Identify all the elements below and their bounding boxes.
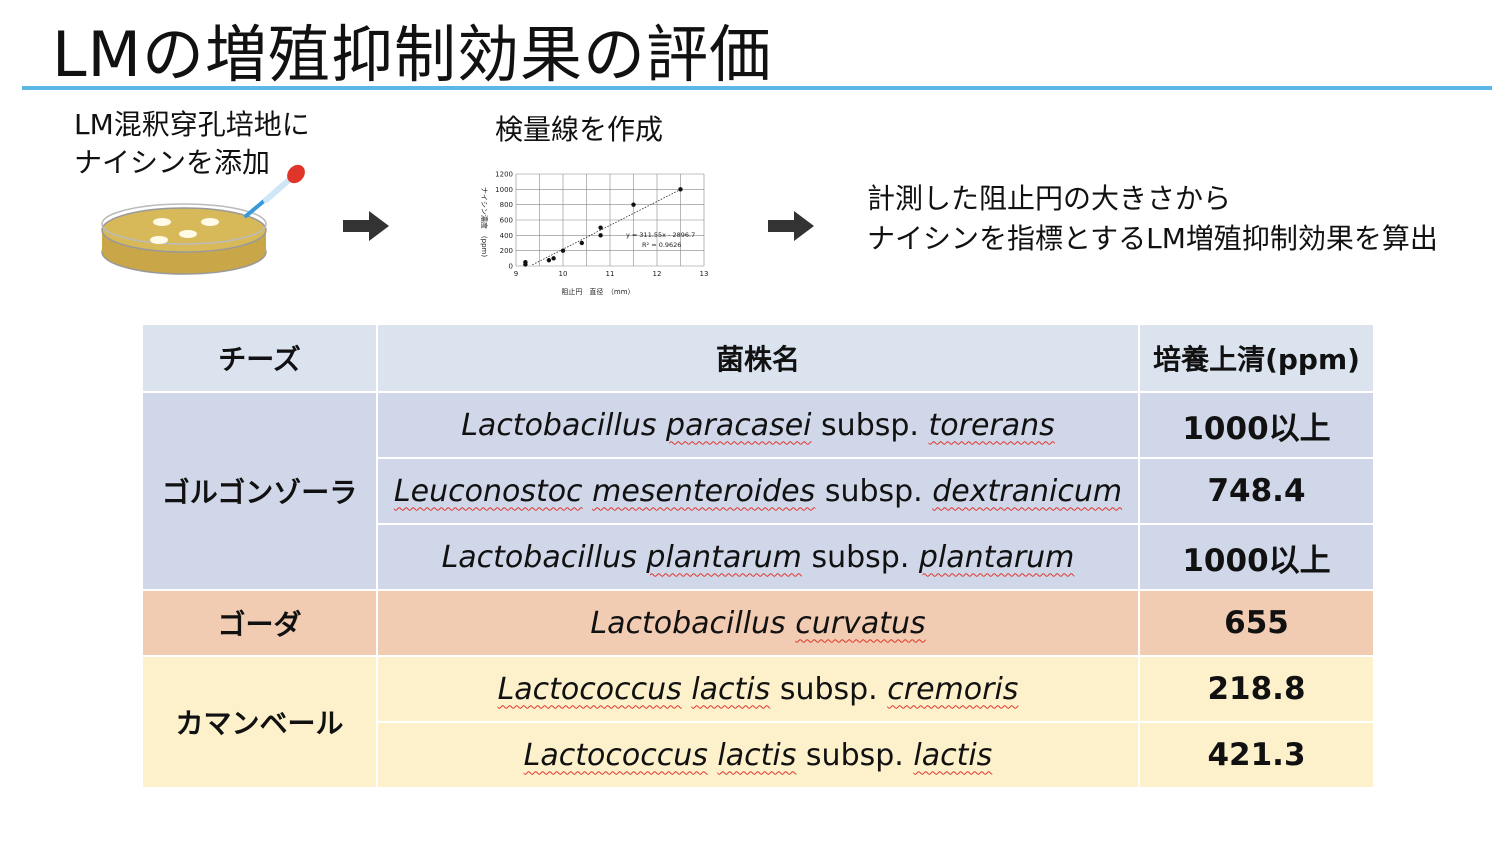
strain-cell: Lactobacillus plantarum subsp. plantarum — [376, 523, 1140, 591]
title-underline — [22, 86, 1492, 90]
chart-point — [523, 259, 528, 265]
chart-point — [598, 233, 603, 238]
strain-cell: Lactobacillus paracasei subsp. torerans — [376, 391, 1140, 459]
chart-x-tick: 10 — [559, 270, 568, 278]
ppm-cell: 655 — [1138, 589, 1375, 657]
chart-x-tick: 11 — [606, 270, 615, 278]
strain-genus: Lactococcus — [523, 737, 708, 773]
step-3-line-2: ナイシンを指標とするLM増殖抑制効果を算出 — [867, 222, 1438, 255]
ppm-cell: 421.3 — [1138, 721, 1375, 789]
cheese-cell: カマンベール — [141, 655, 378, 789]
chart-annotation-equation: y = 311.55x - 2896.7 — [626, 231, 695, 239]
ppm-cell: 748.4 — [1138, 457, 1375, 525]
chart-point — [560, 248, 566, 253]
strain-species: lactis — [717, 737, 797, 773]
table-row: Leuconostoc mesenteroides subsp. dextran… — [142, 457, 1375, 525]
table-row: ゴルゴンゾーラ Lactobacillus paracasei subsp. t… — [141, 391, 1375, 591]
chart-point — [546, 258, 552, 263]
strain-species: curvatus — [795, 605, 926, 641]
step-1-line-1: LM混釈穿孔培地に — [74, 108, 310, 141]
ppm-cell: 1000以上 — [1138, 391, 1375, 459]
strain-genus: Lactobacillus — [590, 605, 786, 641]
arrow-right-icon — [768, 211, 814, 241]
strain-species: plantarum — [646, 539, 802, 575]
strain-cell: Lactococcus lactis subsp. cremoris — [376, 655, 1140, 723]
strain-genus: Lactobacillus — [441, 539, 637, 575]
step-1-line-2: ナイシンを添加 — [74, 146, 271, 179]
strain-subspecies: plantarum — [918, 539, 1075, 575]
chart-y-tick: 200 — [500, 247, 513, 255]
strain-species: mesenteroides — [592, 473, 816, 509]
table-row: Lactobacillus plantarum subsp. plantarum… — [142, 523, 1375, 591]
chart-y-tick: 1200 — [495, 171, 513, 179]
chart-point — [598, 225, 603, 230]
chart-y-tick: 800 — [500, 201, 513, 209]
strain-subspecies: torerans — [928, 407, 1055, 443]
chart-x-tick: 9 — [514, 270, 518, 278]
chart-point — [631, 202, 636, 207]
slide-title: LMの増殖抑制効果の評価 — [52, 18, 773, 91]
chart-point — [579, 240, 584, 246]
chart-x-label: 阻止円 直径 （mm） — [561, 287, 634, 296]
calibration-chart: 0 200 400 600 800 1000 1200 9 10 11 12 13 ナイシン濃度 (p… — [480, 171, 709, 297]
strain-subsp-label: subsp. — [779, 671, 878, 707]
cheese-cell: ゴーダ — [141, 589, 378, 657]
results-table: チーズ 菌株名 培養上清(ppm) ゴルゴンゾーラ Lactobacillus … — [141, 323, 1375, 789]
chart-point — [551, 256, 556, 261]
strain-subspecies: dextranicum — [932, 473, 1123, 509]
strain-genus: Leuconostoc — [393, 473, 583, 509]
strain-genus: Lactococcus — [497, 671, 682, 707]
chart-x-tick: 12 — [653, 270, 662, 278]
step-1-text: LM混釈穿孔培地に ナイシンを添加 — [74, 106, 310, 182]
step-3-line-1: 計測した阻止円の大きさから — [867, 182, 1232, 215]
chart-x-tick: 13 — [700, 270, 709, 278]
chart-y-tick: 400 — [500, 232, 513, 240]
strain-cell: Leuconostoc mesenteroides subsp. dextran… — [376, 457, 1140, 525]
chart-y-tick: 1000 — [495, 186, 513, 194]
header-ppm: 培養上清(ppm) — [1138, 323, 1375, 393]
chart-y-label: ナイシン濃度 (ppm) — [480, 187, 489, 257]
table-row: ゴーダ Lactobacillus curvatus 655 — [141, 589, 1375, 657]
chart-annotation-r2: R² = 0.9626 — [642, 241, 681, 249]
header-cheese: チーズ — [141, 323, 378, 393]
chart-y-tick: 0 — [509, 263, 513, 271]
table-row: Lactococcus lactis subsp. lactis 421.3 — [142, 721, 1375, 789]
cheese-cell: ゴルゴンゾーラ — [141, 391, 378, 591]
strain-subsp-label: subsp. — [805, 737, 904, 773]
arrow-right-icon — [343, 211, 389, 241]
strain-subsp-label: subsp. — [811, 539, 910, 575]
strain-subsp-label: subsp. — [821, 407, 919, 443]
chart-y-tick: 600 — [500, 217, 513, 225]
strain-species: lactis — [691, 671, 771, 707]
strain-cell: Lactobacillus curvatus — [376, 589, 1140, 657]
table-row: カマンベール Lactococcus lactis subsp. cremori… — [141, 655, 1375, 789]
chart-trendline — [532, 189, 681, 266]
chart-point — [678, 187, 683, 192]
strain-species: paracasei — [666, 407, 812, 443]
step-3-text: 計測した阻止円の大きさから ナイシンを指標とするLM増殖抑制効果を算出 — [867, 179, 1438, 259]
ppm-cell: 1000以上 — [1138, 523, 1375, 591]
ppm-cell: 218.8 — [1138, 655, 1375, 723]
petri-dish-with-dropper-icon — [101, 164, 305, 275]
strain-cell: Lactococcus lactis subsp. lactis — [376, 721, 1140, 789]
strain-subspecies: lactis — [913, 737, 993, 773]
step-2-text: 検量線を作成 — [495, 113, 664, 146]
strain-genus: Lactobacillus — [461, 407, 657, 443]
table-header-row: チーズ 菌株名 培養上清(ppm) — [141, 323, 1375, 393]
strain-subsp-label: subsp. — [824, 473, 923, 509]
strain-subspecies: cremoris — [887, 671, 1019, 707]
header-strain: 菌株名 — [376, 323, 1140, 393]
